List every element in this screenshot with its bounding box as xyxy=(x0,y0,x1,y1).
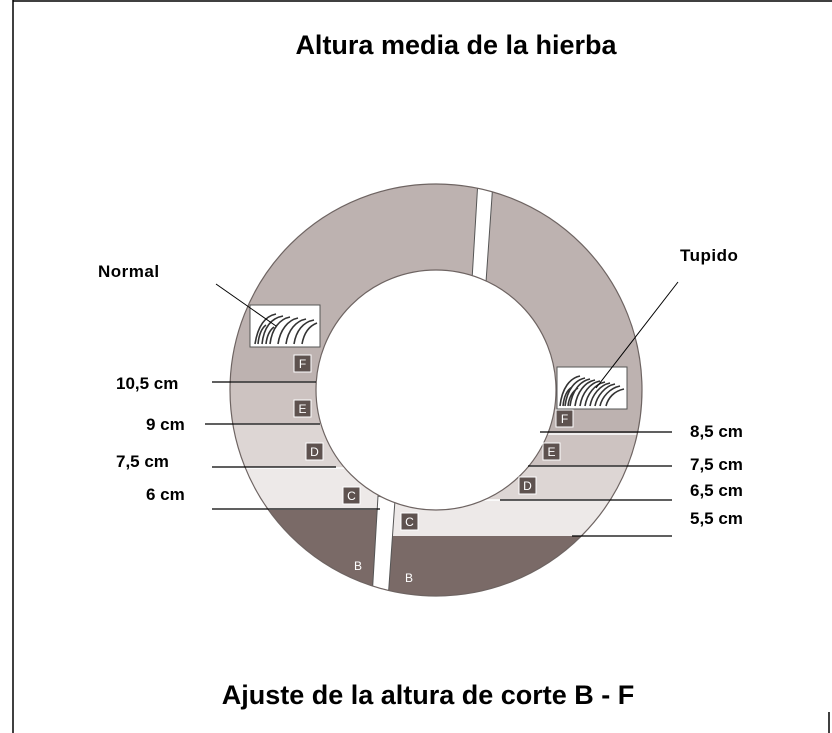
setting-badge xyxy=(400,512,419,531)
setting-badge xyxy=(555,409,574,428)
setting-badge xyxy=(293,399,312,418)
left-setting-badges: F E D C B xyxy=(293,354,362,573)
setting-label-B-right: B xyxy=(405,571,413,585)
setting-badge xyxy=(518,476,537,495)
right-height-label: 6,5 cm xyxy=(690,481,743,500)
setting-badge-label: F xyxy=(561,412,568,426)
setting-badge-label: D xyxy=(310,445,319,459)
band-right-B xyxy=(384,536,642,596)
band-left-D xyxy=(230,424,384,468)
band-left-top xyxy=(230,184,384,380)
setting-badge xyxy=(305,442,324,461)
chart-title: Altura media de la hierba xyxy=(295,30,617,60)
setting-badge-label: E xyxy=(547,445,555,459)
normal-label: Normal xyxy=(98,262,160,281)
band-left-B xyxy=(230,510,384,596)
right-height-label: 5,5 cm xyxy=(690,509,743,528)
band-left-C xyxy=(230,468,384,510)
setting-badge-label: D xyxy=(523,479,532,493)
left-height-label: 6 cm xyxy=(146,485,185,504)
dense-leader xyxy=(595,281,679,389)
setting-badge xyxy=(293,354,312,373)
grass-dense-icon xyxy=(556,366,628,410)
left-height-label: 9 cm xyxy=(146,415,185,434)
chart-subtitle: Ajuste de la altura de corte B - F xyxy=(222,680,635,710)
right-height-label: 7,5 cm xyxy=(690,455,743,474)
band-left-F xyxy=(230,376,384,382)
ring-outer-outline xyxy=(229,183,643,597)
setting-badge-label: C xyxy=(347,489,356,503)
grass-normal-icon xyxy=(249,304,321,348)
right-setting-badges: F E D C B xyxy=(400,409,574,585)
left-height-label: 10,5 cm xyxy=(116,374,178,393)
setting-badge-label: E xyxy=(298,402,306,416)
setting-badge xyxy=(342,486,361,505)
right-height-scale: 8,5 cm 7,5 cm 6,5 cm 5,5 cm xyxy=(500,422,743,537)
band-right-E xyxy=(384,434,642,466)
dense-label: Tupido xyxy=(680,246,738,265)
normal-leader xyxy=(215,283,277,327)
ring-inner-outline xyxy=(315,269,557,511)
left-height-scale: 10,5 cm 9 cm 7,5 cm 6 cm xyxy=(116,374,380,510)
setting-badge-label: C xyxy=(405,515,414,529)
left-height-label: 7,5 cm xyxy=(116,452,169,471)
setting-label-B-left: B xyxy=(354,559,362,573)
setting-badge-label: F xyxy=(299,357,306,371)
band-right-C xyxy=(384,500,642,536)
right-height-label: 8,5 cm xyxy=(690,422,743,441)
setting-badge xyxy=(542,442,561,461)
